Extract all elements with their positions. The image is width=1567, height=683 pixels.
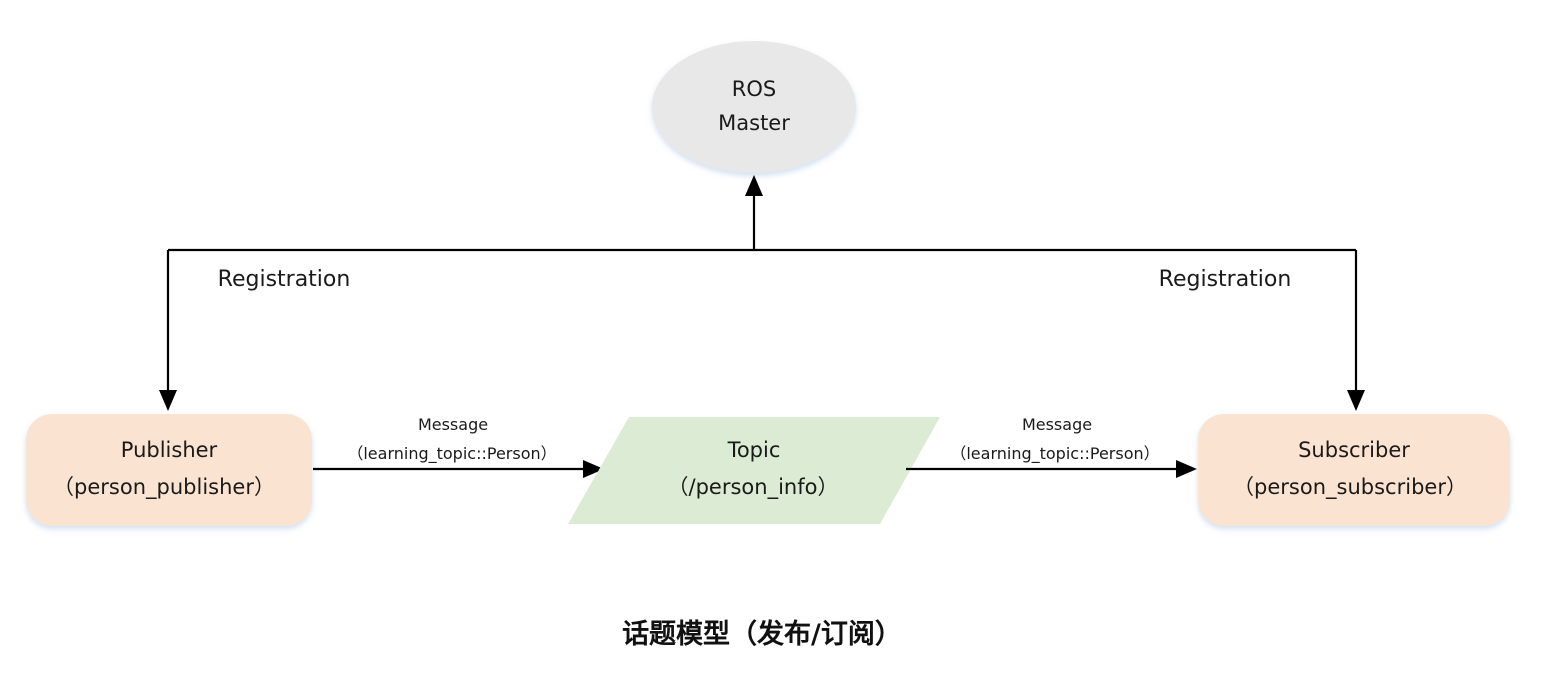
publisher-label-line1: Publisher [121, 438, 218, 462]
subscriber-arrowhead [1347, 390, 1365, 411]
ros-master-shape [652, 41, 856, 173]
topic-node: Topic （/person_info） [568, 417, 940, 524]
registration-connectors [159, 175, 1365, 411]
registration-right-label: Registration [1159, 267, 1292, 292]
subscriber-label-line2: （person_subscriber） [1233, 475, 1467, 500]
publisher-node: Publisher （person_publisher） [26, 414, 312, 526]
ros-master-node: ROS Master [652, 41, 856, 173]
ros-master-label-line1: ROS [732, 77, 776, 101]
publisher-shape [26, 414, 312, 526]
subscriber-label-line1: Subscriber [1298, 438, 1410, 462]
topic-arrowhead [583, 460, 604, 478]
topic-label-line1: Topic [727, 438, 781, 462]
message-left-label-line2: （learning_topic::Person） [347, 444, 556, 464]
diagram-caption: 话题模型（发布/订阅） [622, 618, 902, 650]
message-right-label-line2: （learning_topic::Person） [950, 444, 1159, 464]
registration-left-label: Registration [218, 267, 351, 292]
master-arrowhead [745, 175, 763, 196]
topic-label-line2: （/person_info） [668, 475, 839, 500]
publisher-arrowhead [159, 390, 177, 411]
topic-shape [568, 417, 940, 524]
ros-master-label-line2: Master [718, 111, 790, 135]
subscriber-node: Subscriber （person_subscriber） [1198, 414, 1510, 526]
subscriber-msg-arrowhead [1176, 460, 1197, 478]
subscriber-shape [1198, 414, 1510, 526]
publisher-label-line2: （person_publisher） [53, 475, 275, 500]
message-right-label-line1: Message [1022, 415, 1092, 434]
message-left-label-line1: Message [418, 415, 488, 434]
